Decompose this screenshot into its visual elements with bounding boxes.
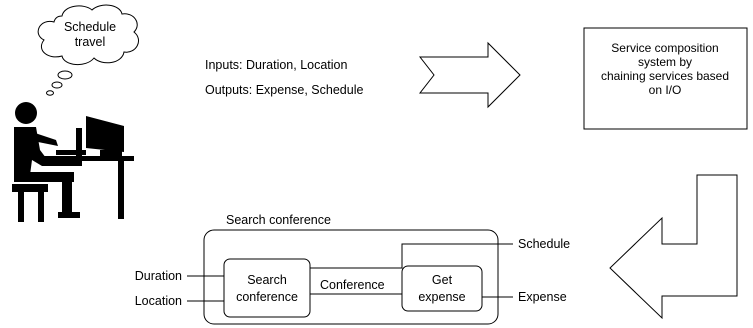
computer-monitor	[86, 116, 124, 152]
user-at-computer-icon	[12, 102, 134, 222]
inputs-label: Inputs: Duration, Location	[205, 58, 347, 72]
composition-box-frame	[583, 27, 748, 130]
search-service-line1: Search	[247, 273, 287, 287]
get-expense-service-box	[401, 265, 483, 312]
thought-bubble: Schedule travel	[37, 4, 139, 96]
composition-system-box: Service composition system by chaining s…	[583, 27, 748, 130]
expense-service-line1: Get	[432, 273, 453, 287]
thought-dot-small	[46, 90, 54, 96]
chair-leg-right	[38, 192, 44, 222]
schedule-output-line	[310, 243, 513, 269]
user-foot	[58, 212, 80, 218]
bubble-text-line1: Schedule	[64, 20, 116, 34]
desk-leg	[118, 161, 124, 219]
user-thigh	[14, 172, 74, 182]
composition-text-line4: on I/O	[649, 83, 682, 97]
computer-stand	[76, 128, 82, 156]
input-duration-label: Duration	[135, 269, 182, 283]
composition-text-line3: chaining services based	[601, 69, 729, 83]
right-block-arrow	[418, 41, 521, 109]
thought-dot-large	[57, 70, 73, 80]
outputs-label: Outputs: Expense, Schedule	[205, 83, 363, 97]
composition-text-line2: system by	[638, 55, 692, 69]
user-arm	[26, 130, 58, 146]
computer-base	[100, 150, 122, 156]
composite-title: Search conference	[226, 213, 331, 227]
bent-return-arrow	[609, 174, 738, 320]
cloud-shape	[37, 4, 139, 65]
chair-seat	[12, 184, 48, 192]
thought-dot-medium	[51, 81, 63, 89]
bubble-text-line2: travel	[75, 35, 106, 49]
search-conference-service-box	[223, 258, 311, 318]
user-head	[15, 102, 37, 124]
conference-link-label: Conference	[320, 278, 385, 292]
composite-service: Search conference Search conference Get …	[135, 213, 570, 325]
expense-service-line2: expense	[418, 290, 465, 304]
search-service-line2: conference	[236, 290, 298, 304]
output-schedule-label: Schedule	[518, 237, 570, 251]
desk-top	[40, 156, 134, 161]
output-expense-label: Expense	[518, 290, 567, 304]
composition-text-line1: Service composition	[611, 41, 718, 55]
input-location-label: Location	[135, 294, 182, 308]
chair-leg-left	[18, 192, 24, 222]
user-leg	[62, 172, 72, 218]
keyboard	[56, 150, 86, 155]
